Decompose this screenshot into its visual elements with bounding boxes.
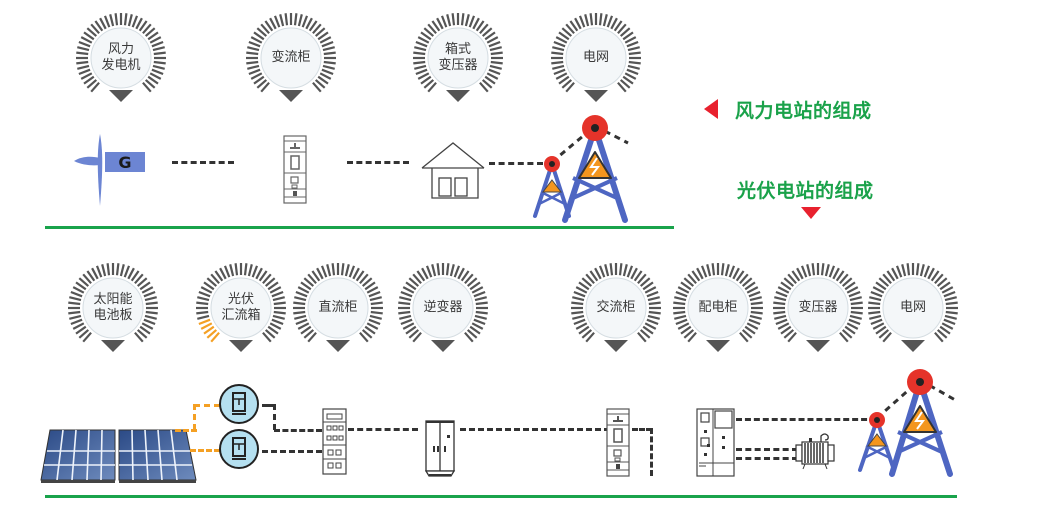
connector-line — [489, 162, 543, 165]
sunburst-ring-icon — [196, 263, 286, 352]
sunburst-ring-icon — [246, 13, 336, 102]
node-label: 交流柜 — [596, 300, 636, 315]
generator-letter: G — [118, 153, 131, 172]
node-label: 光伏 汇流箱 — [221, 292, 261, 323]
sunburst-ring-icon — [868, 263, 958, 352]
wind-ground-line — [45, 226, 674, 229]
sunburst-ring-icon — [673, 263, 763, 352]
node-label: 直流柜 — [318, 300, 358, 315]
node-label: 配电柜 — [698, 300, 738, 315]
dc-string-line — [175, 429, 197, 432]
connector-line — [262, 450, 322, 453]
power-tower-icon — [858, 369, 958, 477]
solar-node-badge[interactable]: 逆变器 — [397, 262, 489, 358]
combiner-box-icon — [219, 429, 259, 469]
dc-string-line — [194, 404, 220, 407]
solar-ground-line — [45, 495, 957, 498]
power-tower-icon — [533, 115, 629, 223]
ac-cabinet-icon — [606, 408, 630, 477]
solar-panel-icon — [40, 429, 197, 483]
transformer-icon — [795, 433, 835, 470]
sunburst-ring-icon — [76, 13, 166, 102]
wind-turbine-icon: G — [74, 134, 145, 206]
solar-node-badge[interactable]: 电网 — [867, 262, 959, 358]
left-arrow-icon[interactable] — [703, 98, 719, 120]
node-label: 太阳能 电池板 — [93, 292, 133, 323]
sunburst-ring-icon — [571, 263, 661, 352]
connector-line — [650, 428, 653, 476]
sunburst-ring-icon — [413, 13, 503, 102]
connector-line — [460, 428, 610, 431]
down-arrow-icon[interactable] — [800, 206, 822, 220]
solar-node-badge[interactable]: 变压器 — [772, 262, 864, 358]
converter-cabinet-icon — [283, 135, 307, 204]
connector-line — [274, 429, 322, 432]
node-label: 变流柜 — [271, 50, 311, 65]
dc-string-line — [193, 404, 196, 430]
sunburst-ring-icon — [773, 263, 863, 352]
node-label: 风力 发电机 — [101, 42, 141, 73]
node-label: 电网 — [899, 300, 926, 315]
sunburst-ring-icon — [551, 13, 641, 102]
node-label: 箱式 变压器 — [438, 42, 478, 73]
connector-line — [736, 418, 876, 421]
node-label: 逆变器 — [423, 300, 463, 315]
solar-node-badge[interactable]: 直流柜 — [292, 262, 384, 358]
node-label: 电网 — [582, 50, 609, 65]
wind-node-badge[interactable]: 电网 — [550, 12, 642, 108]
connector-line — [736, 457, 798, 460]
distribution-cabinet-icon — [696, 408, 735, 477]
connector-line — [348, 428, 418, 431]
inverter-icon — [425, 420, 456, 477]
solar-node-badge[interactable]: 光伏 汇流箱 — [195, 262, 287, 358]
solar-station-title[interactable]: 光伏电站的组成 — [737, 180, 874, 202]
wind-node-badge[interactable]: 风力 发电机 — [75, 12, 167, 108]
wind-station-title[interactable]: 风力电站的组成 — [735, 100, 872, 122]
connector-line — [262, 404, 274, 407]
connector-line — [347, 161, 409, 164]
combiner-box-icon — [219, 384, 259, 424]
sunburst-ring-icon — [398, 263, 488, 352]
box-transformer-icon — [421, 142, 485, 199]
wind-node-badge[interactable]: 变流柜 — [245, 12, 337, 108]
wind-node-badge[interactable]: 箱式 变压器 — [412, 12, 504, 108]
connector-line — [736, 448, 798, 451]
dc-cabinet-icon — [322, 408, 347, 475]
solar-node-badge[interactable]: 配电柜 — [672, 262, 764, 358]
connector-line — [172, 161, 234, 164]
connector-line — [632, 428, 652, 431]
solar-node-badge[interactable]: 太阳能 电池板 — [67, 262, 159, 358]
solar-node-badge[interactable]: 交流柜 — [570, 262, 662, 358]
sunburst-ring-icon — [293, 263, 383, 352]
node-label: 变压器 — [798, 300, 838, 315]
connector-line — [273, 404, 276, 430]
dc-string-line — [190, 449, 220, 452]
sunburst-ring-icon — [68, 263, 158, 352]
